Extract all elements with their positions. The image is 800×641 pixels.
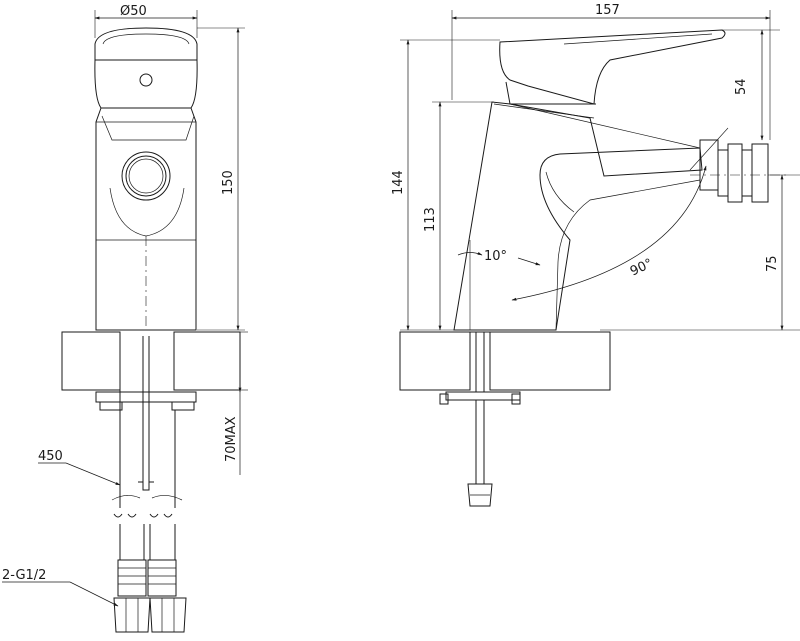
dim-height-total: 144 (391, 39, 500, 331)
mounting-nut-front (95, 391, 197, 411)
faucet-body-side (453, 101, 703, 331)
dim-lever-height: 54 (722, 29, 780, 141)
label-diameter: Ø50 (120, 4, 147, 19)
hoses-front (111, 336, 183, 560)
dim-spout-height: 75 (600, 174, 800, 331)
label-spout-height: 75 (765, 255, 780, 272)
dim-width-side: 157 (451, 3, 771, 140)
label-angle-spray: 90° (628, 256, 655, 279)
label-height-front: 150 (221, 170, 236, 195)
label-angle-tilt: 10° (484, 249, 507, 264)
lever-front (94, 27, 198, 109)
dim-mount-max: 70MAX (224, 332, 242, 475)
label-width-side: 157 (595, 3, 620, 18)
label-lever-height: 54 (734, 78, 749, 95)
dim-height-front: 150 (197, 27, 245, 331)
lever-side (499, 29, 726, 105)
label-body-height: 113 (423, 207, 438, 232)
dim-angle-spray: 90° (511, 127, 729, 301)
leader-hose-length: 450 (38, 449, 121, 486)
dim-diameter: Ø50 (94, 4, 198, 38)
dim-angle-tilt: 10° (457, 240, 541, 330)
countertop-side (399, 331, 611, 391)
label-hose-length: 450 (38, 449, 63, 464)
shank-side (439, 332, 521, 507)
label-height-total: 144 (391, 170, 406, 195)
aerator-front (121, 151, 171, 201)
countertop-front (61, 331, 248, 391)
dim-body-height: 113 (423, 101, 494, 331)
label-mount-max: 70MAX (224, 416, 239, 462)
label-thread: 2-G1/2 (2, 568, 46, 583)
leader-thread: 2-G1/2 (2, 568, 119, 607)
front-view: Ø50 150 (2, 4, 248, 633)
hose-fittings (113, 559, 187, 633)
spray-head-side (690, 139, 790, 203)
faucet-body-front (95, 107, 197, 331)
side-view: 157 54 (391, 3, 800, 507)
